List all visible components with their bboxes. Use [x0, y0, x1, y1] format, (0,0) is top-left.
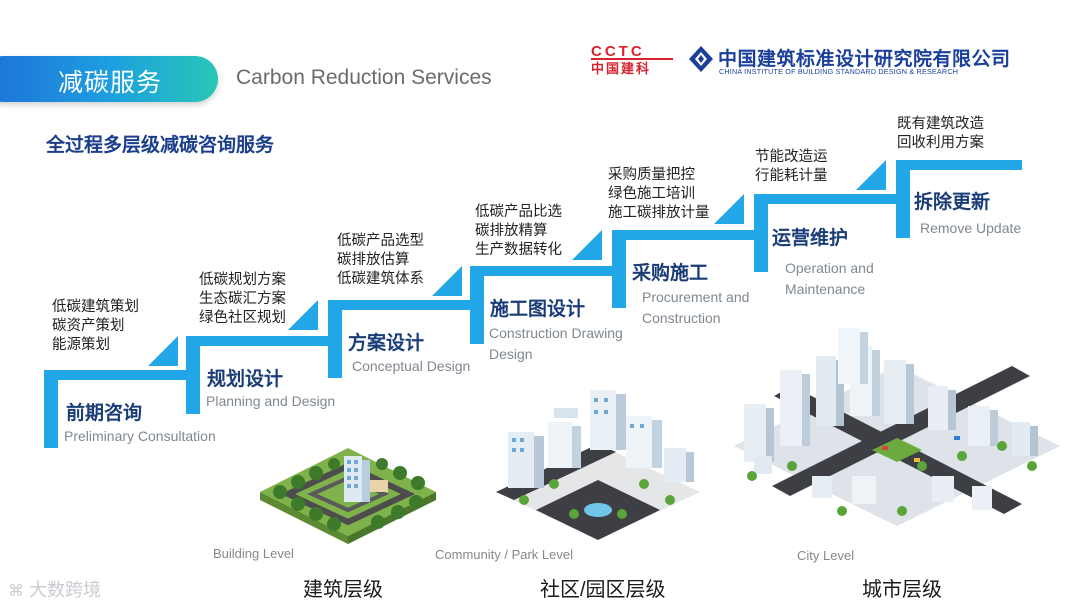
stage-1-name: 前期咨询 [66, 403, 143, 424]
step-5-left-bar [612, 230, 626, 308]
cctc-logo: CCTC 中国建科 [589, 43, 675, 75]
step-6-left-bar [754, 194, 768, 272]
step-3-left-bar [328, 300, 342, 378]
task-item: 低碳产品比选 [475, 204, 562, 220]
stage-3-tasks: 低碳产品选型 碳排放估算 低碳建筑体系 [337, 232, 424, 289]
step-2-arrow-icon [288, 300, 318, 330]
task-item: 节能改造运 [755, 149, 828, 165]
step-7-top-bar [896, 160, 1022, 170]
institute-name-cn: 中国建筑标准设计研究院有限公司 [718, 49, 1011, 70]
institute-name-en: CHINA INSTITUTE OF BUILDING STANDARD DES… [719, 67, 959, 76]
cscec-logo-icon [688, 45, 714, 73]
watermark-text: 大数跨境 [29, 580, 102, 600]
stage-1-name-en: Preliminary Consultation [64, 428, 216, 444]
stage-7-tasks: 既有建筑改造 回收利用方案 [897, 115, 984, 153]
step-6-arrow-icon [856, 160, 886, 190]
stage-5-name-en: Procurement and Construction [642, 289, 750, 326]
stage-6-name: 运营维护 [772, 228, 849, 249]
task-item: 施工碳排放计量 [608, 205, 710, 221]
building-level-label-en: Building Level [213, 546, 294, 561]
task-item: 碳资产策划 [52, 318, 125, 334]
stage-2-name: 规划设计 [207, 369, 284, 390]
stage-5-tasks: 采购质量把控 绿色施工培训 施工碳排放计量 [608, 166, 710, 223]
stage-7-name-en: Remove Update [920, 220, 1022, 236]
step-4-top-bar [470, 266, 612, 276]
task-item: 低碳产品选型 [337, 233, 424, 249]
stage-1-tasks: 低碳建筑策划 碳资产策划 能源策划 [52, 298, 139, 355]
task-item: 低碳规划方案 [199, 272, 286, 288]
task-item: 低碳建筑体系 [337, 271, 424, 287]
step-1-arrow-icon [148, 336, 178, 366]
task-item: 采购质量把控 [608, 167, 695, 183]
task-item: 低碳建筑策划 [52, 299, 139, 315]
stage-2-name-en: Planning and Design [206, 393, 336, 409]
stage-7-name: 拆除更新 [914, 192, 991, 213]
task-item: 既有建筑改造 [897, 116, 984, 132]
page-subtitle: Carbon Reduction Services [236, 66, 492, 89]
watermark: ⌘ 大数跨境 [8, 576, 101, 602]
stage-4-tasks: 低碳产品比选 碳排放精算 生产数据转化 [475, 203, 562, 260]
stage-5-name: 采购施工 [632, 263, 709, 284]
stage-2-tasks: 低碳规划方案 生态碳汇方案 绿色社区规划 [199, 271, 286, 328]
cctc-logo-text: CCTC [591, 43, 645, 60]
step-7-left-bar [896, 160, 910, 238]
step-3-arrow-icon [432, 266, 462, 296]
title-pill [0, 56, 218, 102]
task-item: 绿色施工培训 [608, 186, 695, 202]
section-heading: 全过程多层级减碳咨询服务 [46, 135, 275, 156]
step-5-arrow-icon [714, 194, 744, 224]
task-item: 生产数据转化 [475, 242, 562, 258]
step-2-top-bar [186, 336, 328, 346]
city-level-illustration [732, 326, 1062, 548]
stage-3-name-en: Conceptual Design [352, 358, 471, 374]
task-item: 生态碳汇方案 [199, 291, 286, 307]
task-item: 碳排放精算 [475, 223, 548, 239]
task-item: 能源策划 [52, 337, 110, 353]
city-level-label-cn: 城市层级 [862, 579, 942, 601]
community-level-illustration [494, 388, 702, 548]
step-2-left-bar [186, 336, 200, 414]
watermark-logo-icon: ⌘ [8, 583, 24, 600]
building-level-label-cn: 建筑层级 [303, 579, 383, 601]
task-item: 行能耗计量 [755, 168, 828, 184]
city-level-label-en: City Level [797, 548, 855, 563]
stage-6-tasks: 节能改造运 行能耗计量 [755, 148, 828, 186]
task-item: 回收利用方案 [897, 135, 984, 151]
community-level-label-en: Community / Park Level [435, 547, 573, 562]
stage-6-name-en: Operation and Maintenance [785, 260, 874, 297]
stage-4-name-en: Construction Drawing Design [489, 325, 623, 362]
stage-3-name: 方案设计 [348, 333, 425, 354]
stage-4-name: 施工图设计 [490, 299, 586, 320]
community-level-label-cn: 社区/园区层级 [540, 579, 666, 601]
step-1-left-bar [44, 370, 58, 448]
step-5-top-bar [612, 230, 754, 240]
step-6-top-bar [754, 194, 896, 204]
step-1-top-bar [44, 370, 186, 380]
step-4-arrow-icon [572, 230, 602, 260]
building-level-illustration [258, 436, 438, 548]
task-item: 碳排放估算 [337, 252, 410, 268]
step-4-left-bar [470, 266, 484, 344]
task-item: 绿色社区规划 [199, 310, 286, 326]
page-title: 减碳服务 [58, 69, 163, 97]
cctc-logo-subtext: 中国建科 [591, 61, 651, 75]
step-3-top-bar [328, 300, 470, 310]
